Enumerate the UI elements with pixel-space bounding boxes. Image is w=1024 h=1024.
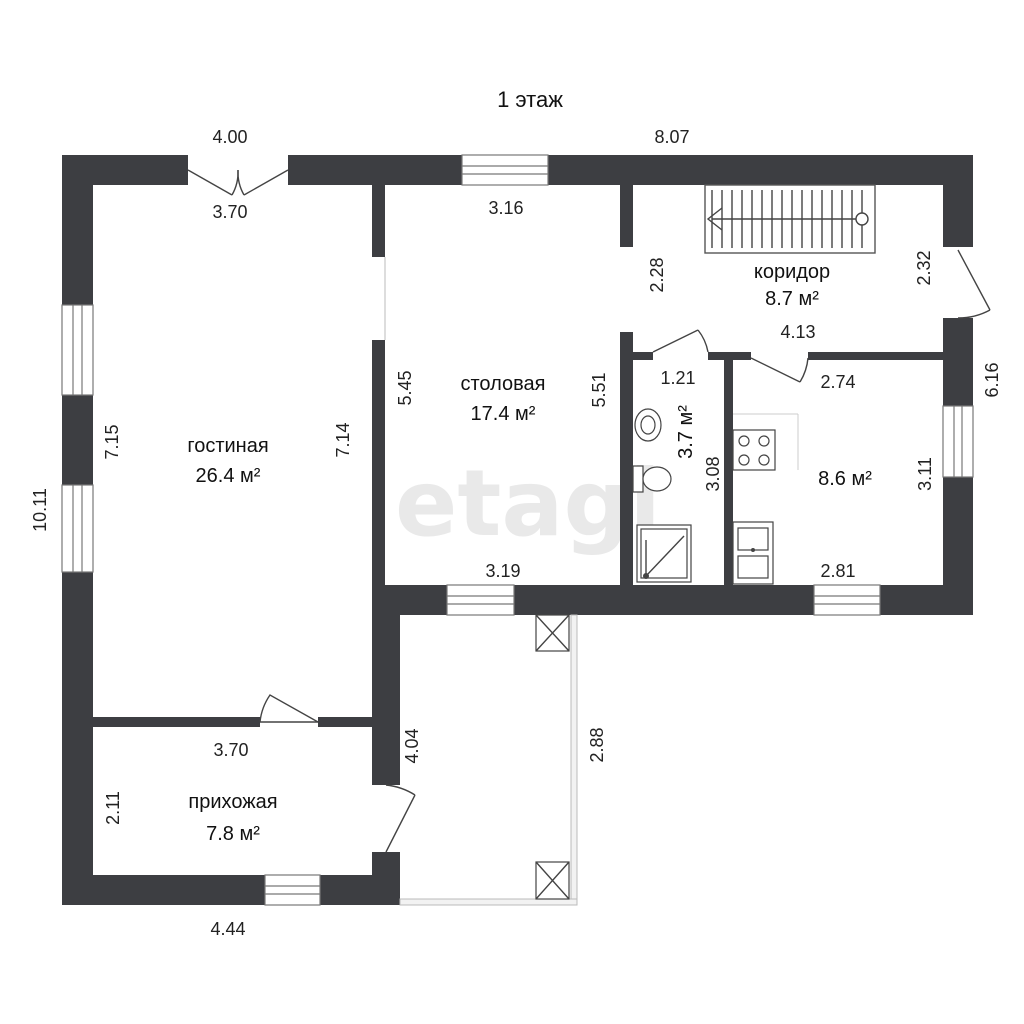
room-area-dining: 17.4 м² bbox=[471, 403, 536, 425]
dim-dining-top: 3.16 bbox=[488, 198, 523, 218]
dim-porch-left: 4.04 bbox=[402, 728, 422, 763]
dim-dining-right: 5.51 bbox=[589, 372, 609, 407]
dim-living-top: 3.70 bbox=[212, 202, 247, 222]
windows bbox=[61, 154, 974, 906]
dim-porch-right: 2.88 bbox=[587, 727, 607, 762]
room-area-corridor: 8.7 м² bbox=[765, 288, 819, 310]
dim-top-left-outer: 4.00 bbox=[212, 127, 247, 147]
dim-corridor-left: 2.28 bbox=[647, 257, 667, 292]
staircase bbox=[704, 184, 876, 254]
dim-corridor-right: 2.32 bbox=[914, 250, 934, 285]
dim-right-outer: 6.16 bbox=[982, 362, 1002, 397]
room-name-living: гостиная bbox=[187, 435, 268, 457]
dim-kitchen-right: 3.11 bbox=[915, 457, 935, 491]
room-name-dining: столовая bbox=[461, 373, 546, 395]
walls bbox=[62, 155, 973, 905]
kitchen-fixtures bbox=[732, 413, 799, 585]
dim-hall-top: 3.70 bbox=[213, 740, 248, 760]
dim-living-left: 7.15 bbox=[102, 424, 122, 459]
watermark: etagi bbox=[395, 450, 661, 557]
dim-hall-left: 2.11 bbox=[103, 791, 123, 825]
room-area-living: 26.4 м² bbox=[196, 465, 261, 487]
dim-bath-top: 1.21 bbox=[660, 368, 695, 388]
dim-dining-left: 5.45 bbox=[395, 370, 415, 405]
room-labels: гостиная 26.4 м² столовая 17.4 м² коридо… bbox=[187, 261, 872, 845]
dim-living-right: 7.14 bbox=[333, 422, 353, 457]
room-name-corridor: коридор bbox=[754, 261, 830, 283]
dim-top-total: 8.07 bbox=[654, 127, 689, 147]
room-area-hall: 7.8 м² bbox=[206, 823, 260, 845]
dim-bottom-outer: 4.44 bbox=[210, 919, 245, 939]
dim-dining-bottom: 3.19 bbox=[485, 561, 520, 581]
dim-left-outer: 10.11 bbox=[30, 488, 50, 532]
room-area-bathroom: 3.7 м² bbox=[675, 405, 697, 459]
bathroom-fixtures bbox=[632, 408, 692, 583]
floor-title: 1 этаж bbox=[497, 87, 563, 112]
room-area-kitchen: 8.6 м² bbox=[818, 468, 872, 490]
dim-corridor-bottom: 4.13 bbox=[780, 322, 815, 342]
doors bbox=[187, 169, 991, 853]
dim-bath-right: 3.08 bbox=[703, 456, 723, 491]
dim-kitchen-bottom: 2.81 bbox=[820, 561, 855, 581]
dim-kitchen-top: 2.74 bbox=[820, 372, 855, 392]
porch bbox=[399, 614, 578, 906]
room-name-hall: прихожая bbox=[188, 791, 277, 813]
dimension-labels: 4.00 8.07 3.70 3.16 2.28 2.32 4.13 1.21 … bbox=[30, 127, 1002, 939]
